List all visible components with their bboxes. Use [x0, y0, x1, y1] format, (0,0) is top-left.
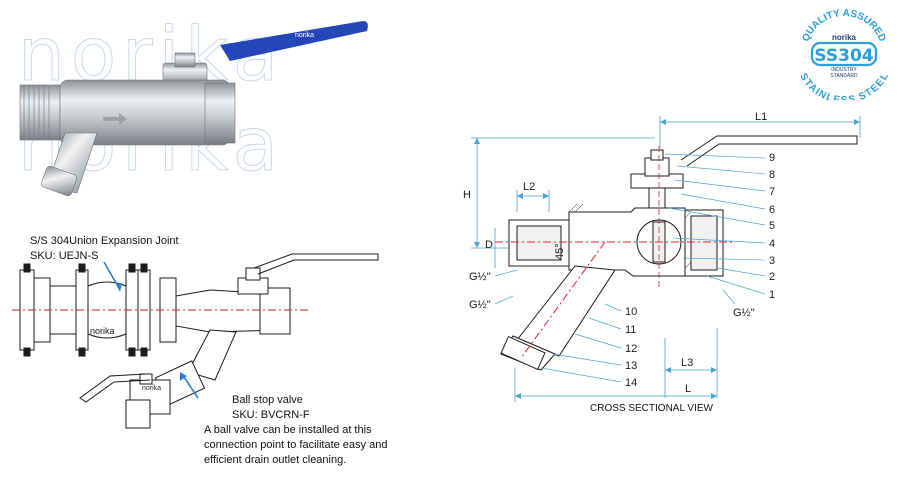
part-14: 14 — [625, 377, 637, 389]
badge-brand: norika — [832, 33, 857, 42]
union-joint-sku: SKU: UEJN-S — [30, 250, 99, 262]
dim-l3: L3 — [681, 357, 693, 369]
part-7: 7 — [769, 186, 775, 198]
part-10: 10 — [625, 306, 637, 318]
handle-brand: norika — [295, 32, 314, 39]
badge-grade: SS304 — [814, 46, 873, 66]
union-joint-title: S/S 304Union Expansion Joint — [30, 235, 179, 247]
part-6: 6 — [769, 204, 775, 216]
assembly-brand-1: norika — [90, 326, 115, 336]
part-11: 11 — [625, 324, 636, 336]
part-13: 13 — [625, 360, 637, 372]
cross-section-caption: CROSS SECTIONAL VIEW — [590, 403, 713, 414]
dim-l2: L2 — [523, 181, 535, 193]
assembly-brand-2: norika — [142, 385, 161, 392]
ball-valve-note-1: A ball valve can be installed at this — [204, 424, 372, 436]
dim-angle: 45° — [554, 243, 566, 260]
dim-thread-left: G½" — [469, 271, 491, 283]
handle-icon — [220, 21, 368, 61]
part-3: 3 — [769, 255, 775, 267]
ball-valve-note-2: connection point to facilitate easy and — [204, 439, 388, 451]
dim-l1: L1 — [755, 111, 767, 123]
dim-l: L — [685, 383, 691, 395]
badge-sub2: STANDARD — [830, 73, 858, 79]
badge-sub1: INDUSTRY — [831, 67, 857, 73]
part-4: 4 — [769, 238, 775, 250]
ball-valve-note-3: efficient drain outlet cleaning. — [204, 454, 347, 466]
ball-valve-sku: SKU: BVCRN-F — [232, 409, 310, 421]
dim-thread-left-2: G½" — [469, 299, 491, 311]
dim-h: H — [463, 189, 471, 201]
ball-valve-title: Ball stop valve — [232, 394, 303, 406]
part-5: 5 — [769, 220, 775, 232]
product-photo: norika — [19, 21, 368, 196]
cross-section-drawing: 9 8 7 6 5 4 3 2 1 10 11 12 13 14 L1 L2 L… — [463, 111, 861, 402]
part-9: 9 — [769, 152, 775, 164]
part-2: 2 — [769, 271, 775, 283]
assembly-drawing: norika norika — [12, 253, 379, 429]
part-1: 1 — [769, 289, 775, 301]
part-8: 8 — [769, 169, 775, 181]
dim-d: D — [485, 239, 493, 251]
part-12: 12 — [625, 343, 637, 355]
dim-thread-right: G½" — [733, 307, 755, 319]
